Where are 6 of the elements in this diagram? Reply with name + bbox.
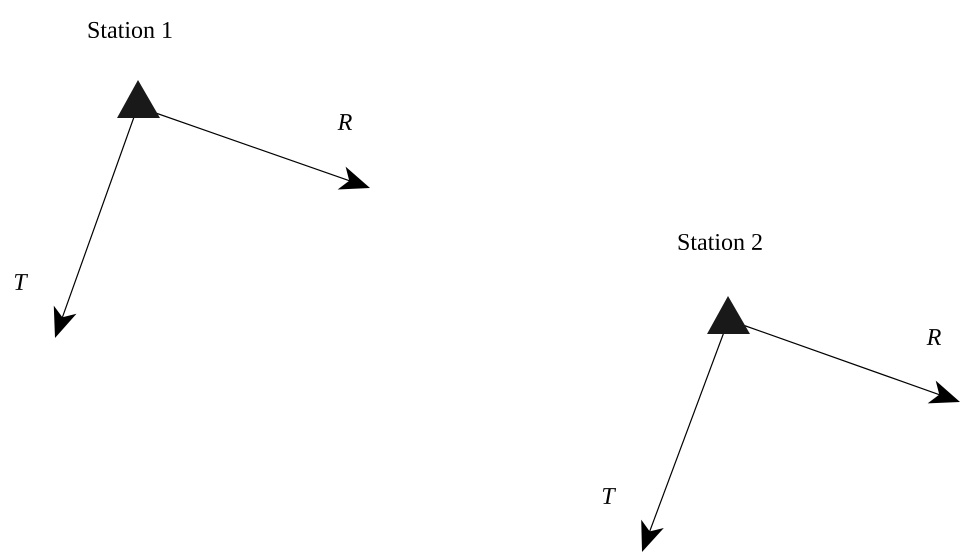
axis-label: R [926,329,941,345]
station-label: Station 1 [88,22,172,38]
station-label: Station 2 [678,234,762,250]
axis-label: T [14,274,28,290]
axis-label: T [602,488,616,504]
axis-label: R [338,114,352,130]
